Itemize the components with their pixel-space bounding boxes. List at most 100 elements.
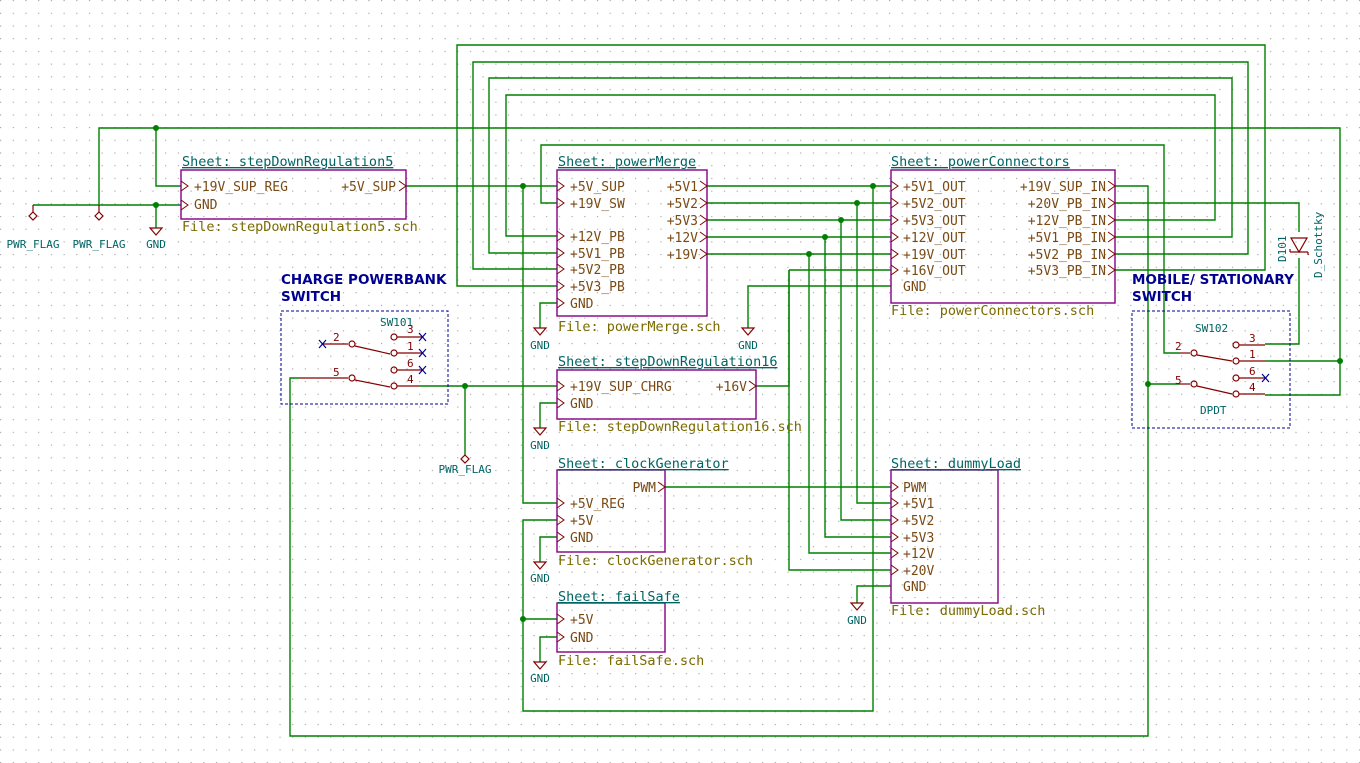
pin-label: +5V1	[903, 497, 934, 512]
gnd-symbol: GND	[530, 427, 550, 452]
sw102-switch[interactable]: MOBILE/ STATIONARY SWITCH SW102 DPDT 3 2…	[1131, 272, 1294, 429]
pin-label: +5V2	[667, 197, 698, 212]
pwr-flag-label: PWR_FLAG	[7, 238, 60, 251]
pin-label: +5V3_OUT	[903, 214, 966, 229]
pwr-flag-3[interactable]: PWR_FLAG	[439, 454, 492, 476]
pin-label: GND	[194, 198, 218, 213]
sheet-file: File: clockGenerator.sch	[558, 553, 753, 569]
gnd-symbol: GND	[146, 227, 166, 251]
pin-label: +19V	[667, 248, 698, 263]
pin-label: +5V3_PB_IN	[1028, 264, 1106, 279]
pin-label: +5V	[570, 613, 594, 628]
pwr-flag-label: PWR_FLAG	[73, 238, 126, 251]
sheet-dummyload[interactable]: Sheet: dummyLoad File: dummyLoad.sch PWM…	[890, 456, 1045, 619]
mobile-switch-title-2: SWITCH	[1132, 289, 1192, 305]
pin-label: +19V_SUP_IN	[1020, 180, 1106, 195]
pin-number: 1	[407, 340, 414, 353]
sheet-stepdown5[interactable]: Sheet: stepDownRegulation5 File: stepDow…	[180, 154, 418, 235]
gnd-label: GND	[847, 614, 867, 627]
gnd-symbol: GND	[847, 602, 867, 627]
pin-label: +5V1_OUT	[903, 180, 966, 195]
pwr-flag-1[interactable]: PWR_FLAG	[7, 205, 60, 251]
pin-label: +5V_REG	[570, 497, 625, 512]
pin-label: +12V_OUT	[903, 231, 966, 246]
pin-number: 3	[407, 323, 414, 336]
pwr-flag-label: PWR_FLAG	[439, 463, 492, 476]
gnd-label: GND	[530, 572, 550, 585]
sheet-title: Sheet: failSafe	[558, 589, 680, 605]
pin-number: 2	[333, 331, 340, 344]
junctions	[153, 125, 1343, 622]
pin-label: +5V2_PB_IN	[1028, 248, 1106, 263]
pin-label: +5V	[570, 514, 594, 529]
charge-switch-title-2: SWITCH	[281, 289, 341, 305]
sheet-title: Sheet: clockGenerator	[558, 456, 729, 472]
pin-label: +5V_SUP	[570, 180, 625, 195]
sheet-file: File: powerConnectors.sch	[891, 303, 1094, 319]
sheet-file: File: stepDownRegulation16.sch	[558, 419, 802, 435]
charge-switch-title-1: CHARGE POWERBANK	[281, 272, 447, 288]
gnd-symbol: GND	[738, 327, 758, 352]
pin-label: PWM	[633, 481, 657, 496]
pin-label: GND	[570, 631, 594, 646]
sheet-failsafe[interactable]: Sheet: failSafe File: failSafe.sch +5V G…	[556, 589, 704, 669]
pin-label: +16V_OUT	[903, 264, 966, 279]
sheet-title: Sheet: powerConnectors	[891, 154, 1070, 170]
pwr-flag-2[interactable]: PWR_FLAG	[73, 205, 126, 251]
sheet-title: Sheet: stepDownRegulation5	[182, 154, 393, 170]
pin-label: +19V_OUT	[903, 248, 966, 263]
wires	[33, 44, 1341, 737]
pin-label: +5V3_PB	[570, 280, 625, 295]
sheet-stepdown16[interactable]: Sheet: stepDownRegulation16 File: stepDo…	[556, 354, 802, 435]
pin-label: +5V2_PB	[570, 263, 625, 278]
mobile-switch-title-1: MOBILE/ STATIONARY	[1132, 272, 1294, 288]
pin-label: +12V_PB_IN	[1028, 214, 1106, 229]
pin-label: GND	[570, 397, 594, 412]
pin-label: +5V_SUP	[341, 180, 396, 195]
pin-number: 3	[1249, 332, 1256, 345]
pin-label: +5V3	[667, 214, 698, 229]
pin-label: +5V1_PB	[570, 247, 625, 262]
gnd-symbol: GND	[530, 661, 550, 685]
sheet-file: File: stepDownRegulation5.sch	[182, 219, 418, 235]
sheet-file: File: powerMerge.sch	[558, 319, 721, 335]
sw101-switch[interactable]: CHARGE POWERBANK SWITCH SW101 3 2 1 6 5 …	[280, 272, 449, 405]
pin-number: 1	[1249, 348, 1256, 361]
pin-label: +19V_SUP_CHRG	[570, 380, 672, 395]
pin-number: 4	[407, 373, 414, 386]
d101-value: D_Schottky	[1312, 211, 1325, 278]
pin-label: GND	[903, 580, 927, 595]
pin-number: 5	[1175, 374, 1182, 387]
sheet-clockgenerator[interactable]: Sheet: clockGenerator File: clockGenerat…	[556, 456, 753, 569]
pin-label: +5V2_OUT	[903, 197, 966, 212]
pin-label: PWM	[903, 481, 927, 496]
pin-label: +19V_SUP_REG	[194, 180, 288, 195]
pin-number: 5	[333, 366, 340, 379]
pin-label: GND	[903, 280, 927, 295]
pin-label: GND	[570, 531, 594, 546]
dpdt-label: DPDT	[1200, 404, 1227, 417]
sw102-refdes: SW102	[1195, 322, 1228, 335]
sheet-powermerge[interactable]: Sheet: powerMerge File: powerMerge.sch +…	[556, 154, 721, 335]
sheet-powerconnectors[interactable]: Sheet: powerConnectors File: powerConnec…	[890, 154, 1116, 319]
pin-label: +5V3	[903, 531, 934, 546]
gnd-label: GND	[146, 238, 166, 251]
gnd-label: GND	[530, 439, 550, 452]
pin-label: GND	[570, 297, 594, 312]
gnd-label: GND	[530, 339, 550, 352]
pin-label: +19V_SW	[570, 197, 625, 212]
pin-number: 4	[1249, 381, 1256, 394]
sheet-file: File: failSafe.sch	[558, 653, 704, 669]
sheet-file: File: dummyLoad.sch	[891, 603, 1045, 619]
d101-diode[interactable]: D101 D_Schottky	[1276, 211, 1325, 278]
gnd-label: GND	[738, 339, 758, 352]
pin-label: +5V2	[903, 514, 934, 529]
d101-refdes: D101	[1276, 236, 1289, 263]
gnd-symbol: GND	[530, 327, 550, 352]
pin-number: 6	[407, 357, 414, 370]
sw101-refdes: SW101	[380, 316, 413, 329]
pin-label: +20V_PB_IN	[1028, 197, 1106, 212]
gnd-symbol: GND	[530, 561, 550, 585]
